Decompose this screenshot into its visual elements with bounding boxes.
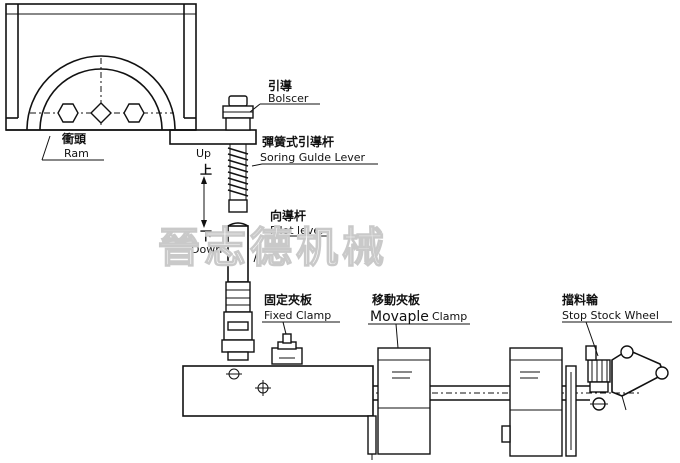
- bolster-label-zh: 引導: [268, 78, 292, 93]
- pilot-lever: [221, 222, 255, 361]
- spring: [227, 143, 249, 213]
- up-label-zh: 上: [200, 162, 212, 177]
- down-label-en: Down: [191, 243, 222, 256]
- down-label-zh: 下: [200, 229, 212, 243]
- fixed-clamp-label-en: Fixed Clamp: [264, 309, 331, 322]
- fixed-clamp-label-zh: 固定夾板: [264, 292, 313, 307]
- up-down-arrow: [201, 176, 207, 228]
- watermark: 晉志德机械: [158, 223, 388, 272]
- movable-clamp-label-en-a: Movaple: [370, 309, 429, 325]
- ram-assembly: [5, 3, 197, 161]
- secondary-clamp: [501, 347, 577, 457]
- stop-wheel-label-en: Stop Stock Wheel: [562, 309, 659, 322]
- bolster-label-en: Bolscer: [268, 92, 309, 105]
- movable-clamp-label-en-b: Clamp: [432, 310, 467, 323]
- bolster-plate: [169, 129, 257, 145]
- ram-label-en: Ram: [64, 147, 89, 160]
- movable-clamp: [367, 347, 431, 460]
- stop-stock-wheel: [585, 345, 669, 411]
- movable-clamp-label-zh: 移動夾板: [372, 292, 421, 307]
- ram-label-zh: 衝頭: [61, 131, 87, 146]
- spring-guide-label-zh: 彈簧式引導杆: [262, 134, 334, 149]
- fixed-clamp: [271, 333, 303, 365]
- pilot-label-en: Pilot lever: [270, 224, 325, 237]
- spring-guide-label-en: Soring Gulde Lever: [260, 151, 366, 164]
- feeder-base: [182, 365, 374, 417]
- up-label-en: Up: [196, 147, 211, 160]
- pilot-label-zh: 向導杆: [270, 208, 306, 223]
- guide-head: [222, 95, 254, 131]
- stop-wheel-label-zh: 擋料輪: [562, 292, 599, 307]
